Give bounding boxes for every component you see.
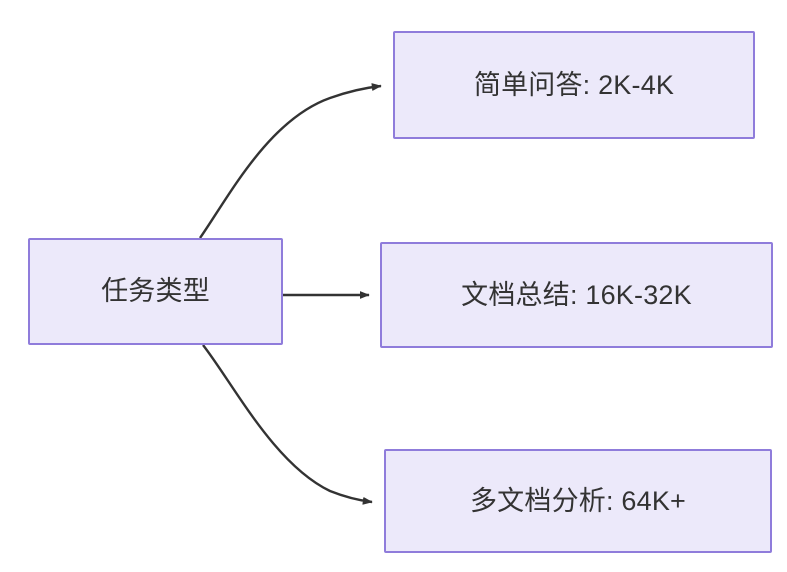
node-task-type[interactable]: 任务类型 xyxy=(28,238,283,345)
node-multidoc-analysis-label: 多文档分析: 64K+ xyxy=(469,485,686,516)
node-task-type-label: 任务类型 xyxy=(101,276,210,307)
node-doc-summary-label: 文档总结: 16K-32K xyxy=(461,279,692,310)
edge-task-type-to-multidoc-analysis xyxy=(202,344,373,505)
node-simple-qa-label: 简单问答: 2K-4K xyxy=(473,69,675,100)
node-doc-summary[interactable]: 文档总结: 16K-32K xyxy=(380,242,773,348)
node-multidoc-analysis[interactable]: 多文档分析: 64K+ xyxy=(384,449,772,553)
edge-task-type-to-simple-qa xyxy=(199,83,382,239)
node-simple-qa[interactable]: 简单问答: 2K-4K xyxy=(393,31,755,139)
